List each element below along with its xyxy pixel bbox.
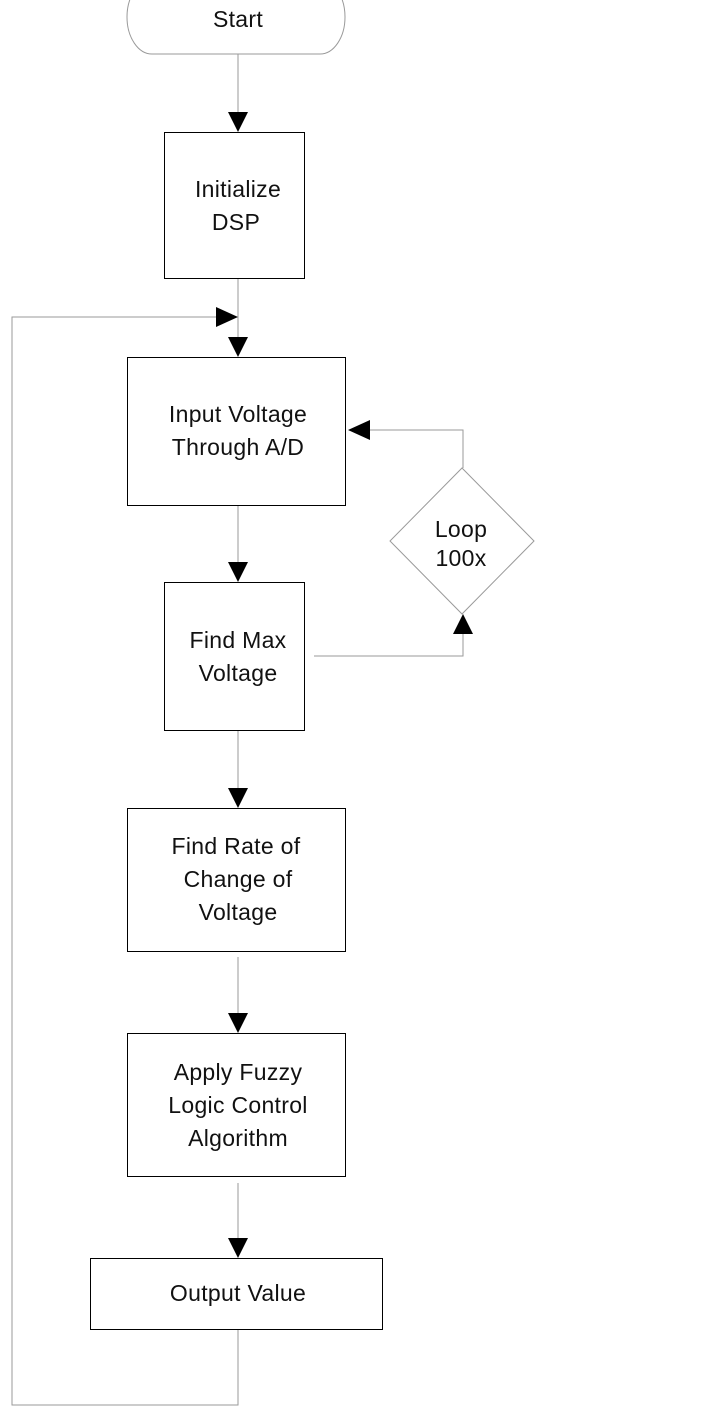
rate-label-line-3: Voltage (199, 899, 278, 925)
arrowhead-down-fuzzy (228, 1013, 248, 1033)
arrowhead-down-input (228, 337, 248, 357)
arrowhead-down-initialize (228, 112, 248, 132)
loop-decision-diamond (389, 467, 535, 615)
input-voltage-label-line-2: Through A/D (172, 434, 304, 460)
connector-findmax-to-loop (314, 634, 464, 657)
start-terminator (126, 0, 346, 55)
initialize-label-line-1: Initialize (195, 176, 281, 202)
start-label: Start (213, 6, 263, 32)
connector-output-feedback (11, 316, 239, 1406)
input-voltage-label-line-1: Input Voltage (169, 401, 307, 427)
input-voltage-box (127, 357, 346, 506)
output-label: Output Value (170, 1280, 306, 1306)
rate-label-line-1: Find Rate of (172, 833, 301, 859)
arrowhead-down-findmax (228, 562, 248, 582)
fuzzy-logic-box (127, 1033, 346, 1177)
fuzzy-label-line-2: Logic Control (168, 1092, 307, 1118)
find-max-box (164, 582, 305, 731)
arrowhead-left-input (348, 420, 370, 440)
arrowhead-down-rate (228, 788, 248, 808)
loop-label-line-1: Loop (435, 516, 487, 542)
find-max-label-line-2: Voltage (199, 660, 278, 686)
connector-loop-to-input (370, 429, 464, 468)
arrowhead-down-output (228, 1238, 248, 1258)
arrowhead-up-loop (453, 614, 473, 634)
fuzzy-label-line-3: Algorithm (188, 1125, 288, 1151)
initialize-label-line-2: DSP (212, 209, 260, 235)
arrowheads (216, 112, 473, 1258)
rate-of-change-box (127, 808, 346, 952)
find-max-label-line-1: Find Max (190, 627, 287, 653)
arrowhead-right-feedback (216, 307, 238, 327)
labels: Start Initialize DSP Input Voltage Throu… (168, 6, 487, 1306)
output-box (90, 1258, 383, 1330)
fuzzy-label-line-1: Apply Fuzzy (174, 1059, 303, 1085)
shapes (90, 0, 535, 1330)
initialize-box (164, 132, 305, 279)
loop-label-line-2: 100x (435, 545, 486, 571)
connectors (11, 54, 464, 1406)
rate-label-line-2: Change of (184, 866, 293, 892)
